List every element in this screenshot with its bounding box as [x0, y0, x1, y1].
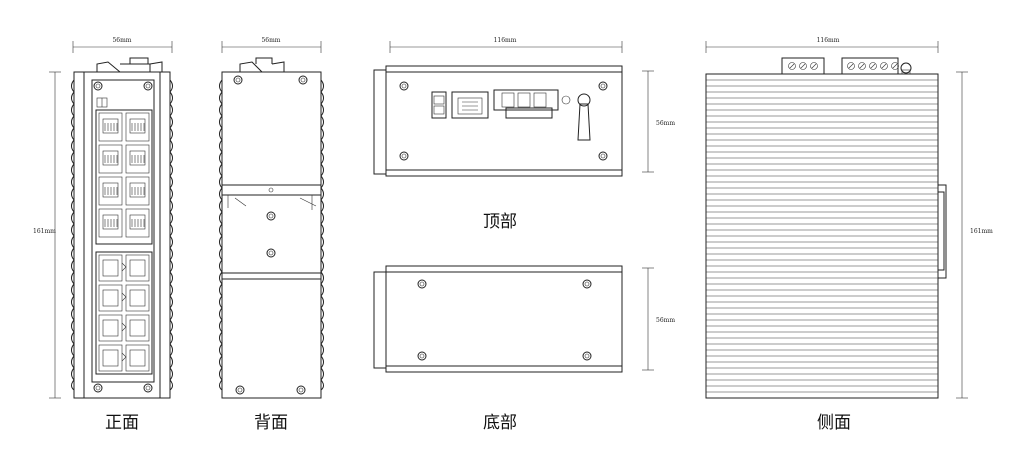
side-view-label: 侧面	[817, 413, 851, 433]
front-width-dimension: 56mm	[72, 37, 173, 53]
rj45-port	[98, 144, 123, 174]
sfp-port	[125, 314, 150, 342]
top-width-dimension: 116mm	[389, 37, 623, 53]
sfp-port	[98, 284, 123, 312]
rj45-port	[98, 112, 123, 142]
front-height-text: 161mm	[33, 228, 56, 235]
sfp-port	[125, 344, 150, 372]
side-width-dimension: 116mm	[705, 37, 939, 53]
bottom-view: 56mm 底部	[373, 265, 675, 433]
side-width-text: 116mm	[817, 37, 840, 44]
side-height-dimension: 161mm	[956, 71, 993, 399]
rj45-port	[125, 144, 150, 174]
top-width-text: 116mm	[494, 37, 517, 44]
top-height-text: 56mm	[656, 120, 675, 127]
sfp-port	[98, 344, 123, 372]
top-height-dimension: 56mm	[642, 70, 675, 173]
rj45-port	[125, 176, 150, 206]
rj45-port	[98, 176, 123, 206]
bottom-view-label: 底部	[483, 413, 517, 433]
top-view-label: 顶部	[483, 212, 517, 232]
side-cooling-fins	[706, 79, 938, 393]
rj45-port	[125, 208, 150, 238]
top-view: 116mm 56mm 顶部	[373, 37, 675, 232]
side-view: 116mm 161mm 侧面	[705, 37, 993, 433]
sfp-port	[125, 254, 150, 282]
back-width-dimension: 56mm	[221, 37, 322, 53]
front-width-text: 56mm	[112, 37, 131, 44]
side-height-text: 161mm	[970, 228, 993, 235]
bottom-height-dimension: 56mm	[642, 267, 675, 371]
rj45-port	[125, 112, 150, 142]
bottom-height-text: 56mm	[656, 317, 675, 324]
back-view-label: 背面	[254, 413, 288, 433]
back-view: 56mm 背面	[219, 37, 324, 433]
front-sfp-ports	[98, 254, 150, 372]
front-rj45-ports	[98, 112, 150, 238]
back-width-text: 56mm	[261, 37, 280, 44]
sfp-port	[98, 314, 123, 342]
front-view-label: 正面	[105, 413, 139, 433]
sfp-port	[125, 284, 150, 312]
front-view: 56mm 161mm 正面	[33, 37, 173, 433]
sfp-port	[98, 254, 123, 282]
front-height-dimension: 161mm	[33, 71, 61, 399]
rj45-port	[98, 208, 123, 238]
